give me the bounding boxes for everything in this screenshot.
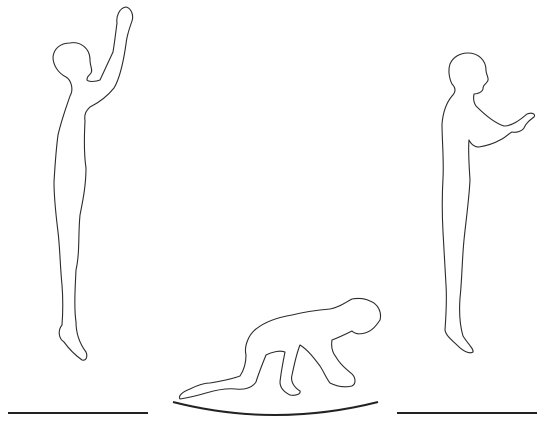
figure-silhouette: [53, 7, 133, 360]
crawling-figure: [179, 298, 380, 399]
jumping-figure-arms-forward: [442, 53, 535, 353]
curved-mat: [173, 402, 378, 415]
jumping-figure-arms-raised: [53, 7, 133, 360]
figure-silhouette: [442, 53, 535, 353]
figure-silhouette: [179, 298, 380, 399]
